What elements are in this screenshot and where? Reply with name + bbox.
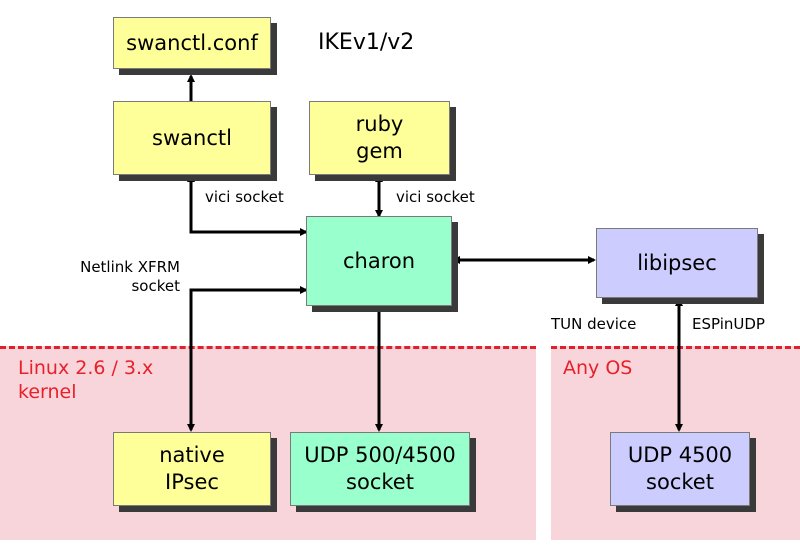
vici-socket-label-right: vici socket	[396, 188, 475, 206]
charon-box: charon	[306, 216, 452, 306]
swanctl-box: swanctl	[113, 101, 271, 175]
netlink-xfrm-label: Netlink XFRM socket	[80, 258, 180, 295]
diagram-title: IKEv1/v2	[318, 30, 415, 55]
any-os-label: Any OS	[563, 357, 633, 379]
vici-socket-label-left: vici socket	[205, 188, 284, 206]
libipsec-box: libipsec	[596, 228, 758, 298]
udp-4500-socket-box: UDP 4500 socket	[610, 432, 750, 506]
charon-native-netlink-arrow	[187, 286, 308, 432]
swanctl-conf-box: swanctl.conf	[113, 17, 271, 69]
tun-device-label: TUN device	[551, 315, 637, 333]
swanctl-charon-vici-arrow	[187, 174, 308, 236]
native-ipsec-box: native IPsec	[113, 432, 271, 506]
udp-500-4500-socket-box: UDP 500/4500 socket	[290, 432, 470, 506]
espinudp-label: ESPinUDP	[692, 315, 765, 333]
linux-kernel-label: Linux 2.6 / 3.x kernel	[18, 357, 154, 403]
ruby-gem-box: ruby gem	[309, 101, 450, 175]
